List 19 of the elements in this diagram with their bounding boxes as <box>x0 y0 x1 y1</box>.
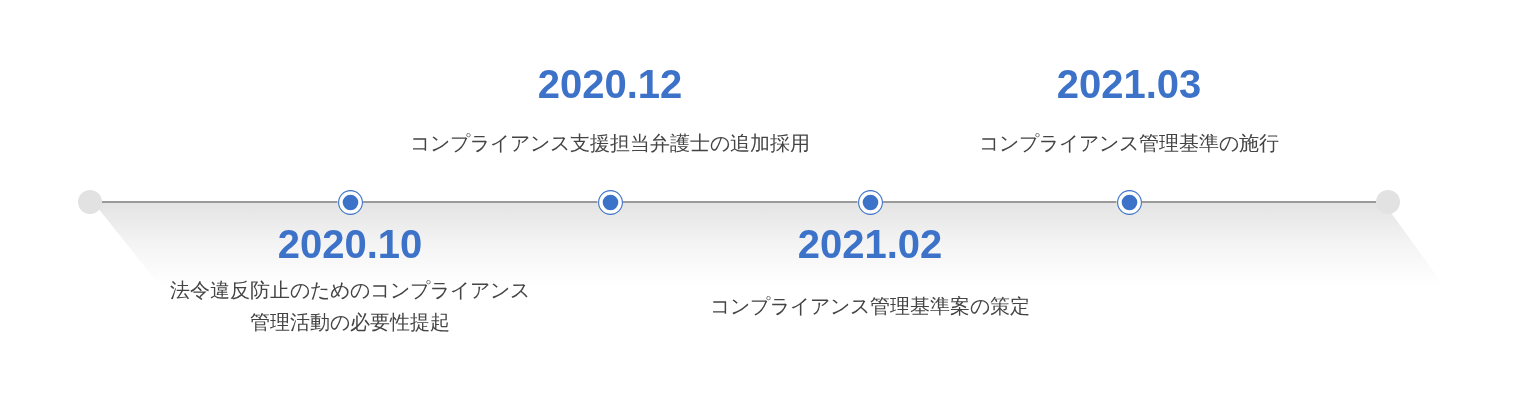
date-label: 2020.10 <box>277 221 423 267</box>
timeline-marker-dot <box>857 189 883 215</box>
timeline-end-dot <box>1376 190 1400 214</box>
timeline-line <box>101 201 339 203</box>
date-label: 2021.02 <box>797 221 943 267</box>
timeline-marker-dot <box>597 189 623 215</box>
timeline-marker-dot <box>337 189 363 215</box>
timeline-line <box>881 201 1118 203</box>
date-label: 2020.12 <box>537 61 683 107</box>
event-description: コンプライアンス支援担当弁護士の追加採用 <box>410 131 810 156</box>
timeline-end-dot <box>78 190 102 214</box>
event-description: 法令違反防止のためのコンプライアンス管理活動の必要性提起 <box>169 278 531 335</box>
event-description: コンプライアンス管理基準の施行 <box>979 131 1279 156</box>
timeline-line <box>361 201 599 203</box>
timeline-line <box>621 201 859 203</box>
date-label: 2021.03 <box>1056 61 1202 107</box>
timeline-line <box>1140 201 1377 203</box>
event-description: コンプライアンス管理基準案の策定 <box>710 294 1030 319</box>
timeline-marker-dot <box>1116 189 1142 215</box>
